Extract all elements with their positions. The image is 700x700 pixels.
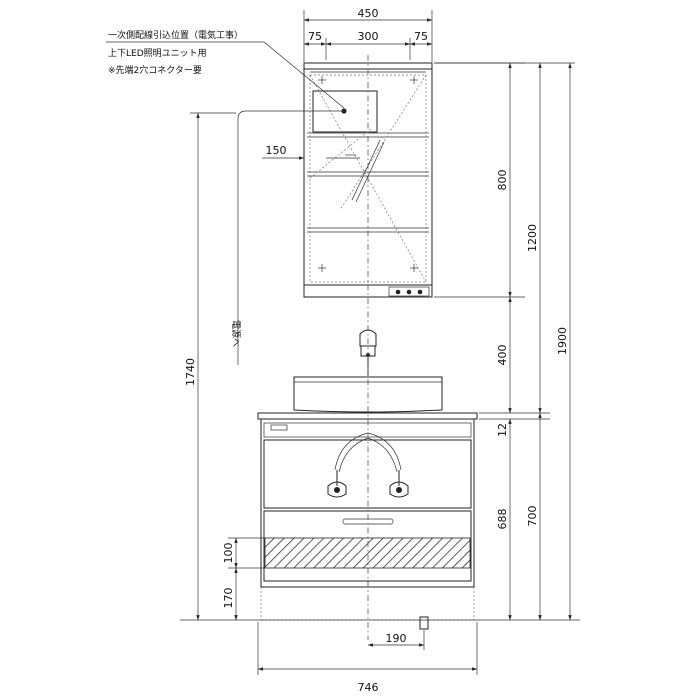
dim-drain: 190 [386, 632, 407, 645]
note-power: 電源へ [230, 320, 241, 347]
dim-gap: 400 [496, 345, 509, 366]
note-connector: ※先端2穴コネクター要 [108, 64, 202, 76]
dim-cabinet-height: 800 [496, 170, 509, 191]
note-leader [106, 41, 345, 109]
dim-right-margin: 75 [414, 30, 428, 43]
dim-drawer-100: 100 [222, 543, 235, 564]
mirror-cabinet [303, 62, 433, 298]
dim-overall: 1900 [556, 327, 569, 355]
notes-block: 一次側配線引込位置（電気工事） 上下LED照明ユニット用 ※先端2穴コネクター要 [108, 29, 243, 76]
dim-left-1740: 1740 [184, 358, 197, 386]
dim-vanity-width: 746 [358, 681, 379, 694]
dimension-lines [180, 10, 580, 675]
dimension-labels: 450 75 300 75 150 746 190 800 400 12 688… [184, 7, 569, 694]
dim-offset: 150 [266, 144, 287, 157]
note-wiring-entry: 一次側配線引込位置（電気工事） [108, 29, 243, 41]
dim-inner-width: 300 [358, 30, 379, 43]
dim-cabinet-width: 450 [358, 7, 379, 20]
dim-plinth-170: 170 [222, 588, 235, 609]
dim-base-700: 700 [526, 506, 539, 527]
hatched-plinth-zone [264, 537, 471, 569]
dim-to-counter: 1200 [526, 224, 539, 252]
note-led-unit: 上下LED照明ユニット用 [108, 48, 207, 59]
power-cable [237, 110, 344, 365]
vanity-base [257, 412, 478, 630]
dim-counter-thk: 12 [496, 423, 509, 437]
dim-base-688: 688 [496, 509, 509, 530]
dim-left-margin: 75 [308, 30, 322, 43]
